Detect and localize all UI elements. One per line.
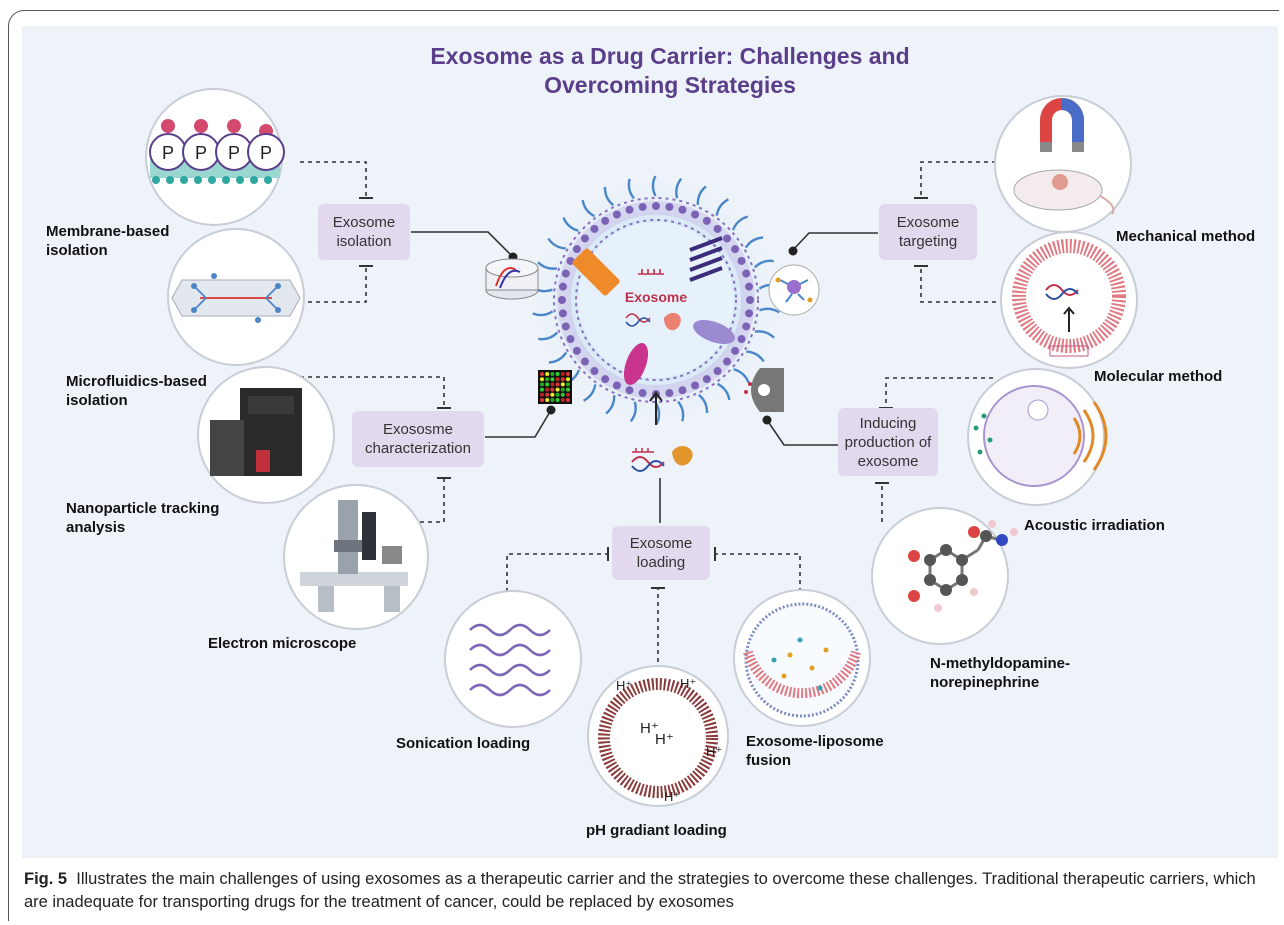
solid-connectors bbox=[411, 231, 878, 523]
label-n-methyldopamine: N-methyldopamine-norepinephrine bbox=[930, 655, 1071, 691]
proton-6: H⁺ bbox=[664, 789, 680, 804]
membrane-isolation-art: P P P P bbox=[149, 119, 285, 184]
membrane-p-1: P bbox=[162, 143, 174, 163]
exosome-center: Exosome bbox=[528, 172, 784, 428]
category-exosome-targeting: Exosome targeting bbox=[879, 204, 977, 260]
label-exosome-liposome-fusion: Exosome-liposome fusion bbox=[746, 733, 884, 769]
label-mechanical-method: Mechanical method bbox=[1116, 228, 1256, 245]
microfluidics-chip-art bbox=[171, 273, 301, 323]
targeted-exosome-icon bbox=[768, 264, 820, 316]
nmd-molecule-art bbox=[908, 520, 1018, 612]
label-sonication-loading: Sonication loading bbox=[396, 735, 531, 752]
figure-frame bbox=[8, 10, 1279, 921]
molecular-art bbox=[1012, 239, 1126, 357]
label-electron-microscope: Electron microscope bbox=[208, 635, 357, 652]
membrane-p-2: P bbox=[195, 143, 207, 163]
label-membrane-isolation: Membrane-based isolation bbox=[46, 223, 170, 259]
centrifuge-icon bbox=[485, 258, 539, 300]
proton-2: H⁺ bbox=[680, 676, 696, 691]
electron-microscope-art bbox=[300, 500, 408, 612]
inhibition-bars bbox=[359, 197, 928, 589]
label-acoustic-irradiation: Acoustic irradiation bbox=[1024, 517, 1165, 534]
category-exosome-characterization: Exososme characterization bbox=[352, 411, 484, 467]
caption-figure-number: Fig. 5 bbox=[24, 870, 68, 888]
membrane-p-4: P bbox=[260, 143, 272, 163]
acoustic-art bbox=[973, 385, 1108, 487]
category-inducing-production: Inducing production of exosome bbox=[838, 408, 938, 476]
membrane-beads bbox=[558, 202, 754, 398]
title-line-2: Overcoming Strategies bbox=[544, 72, 796, 98]
sonication-waves-art bbox=[469, 623, 551, 697]
dashed-connectors bbox=[300, 161, 996, 662]
label-ph-gradient-loading: pH gradiant loading bbox=[586, 822, 727, 839]
title-line-1: Exosome as a Drug Carrier: Challenges an… bbox=[430, 43, 910, 69]
caption-text: Illustrates the main challenges of using… bbox=[24, 870, 1256, 911]
category-exosome-isolation: Exosome isolation bbox=[318, 204, 410, 260]
label-nanoparticle-tracking: Nanoparticle tracking analysis bbox=[66, 500, 220, 536]
fusion-art bbox=[743, 602, 861, 718]
proton-4: H⁺ bbox=[655, 731, 674, 748]
ph-liposome-art: H⁺ H⁺ H⁺ H⁺ H⁺ H⁺ bbox=[598, 676, 722, 804]
figure-caption: Fig. 5 Illustrates the main challenges o… bbox=[24, 868, 1264, 914]
proton-3: H⁺ bbox=[640, 720, 659, 737]
proton-1: H⁺ bbox=[616, 678, 632, 693]
label-microfluidics-isolation: Microfluidics-based isolation bbox=[66, 373, 207, 409]
nta-instrument-art bbox=[210, 388, 302, 476]
cargo-icon bbox=[631, 391, 693, 472]
magnet-mouse-art bbox=[1013, 98, 1115, 215]
membrane-p-3: P bbox=[228, 143, 240, 163]
category-exosome-loading: Exosome loading bbox=[612, 526, 710, 580]
microarray-icon bbox=[538, 370, 572, 404]
ultrasound-probe-icon bbox=[744, 368, 784, 412]
exosome-label: Exosome bbox=[625, 289, 687, 305]
proton-5: H⁺ bbox=[706, 744, 722, 759]
diagram-title: Exosome as a Drug Carrier: Challenges an… bbox=[280, 42, 1060, 100]
label-molecular-method: Molecular method bbox=[1094, 368, 1223, 385]
